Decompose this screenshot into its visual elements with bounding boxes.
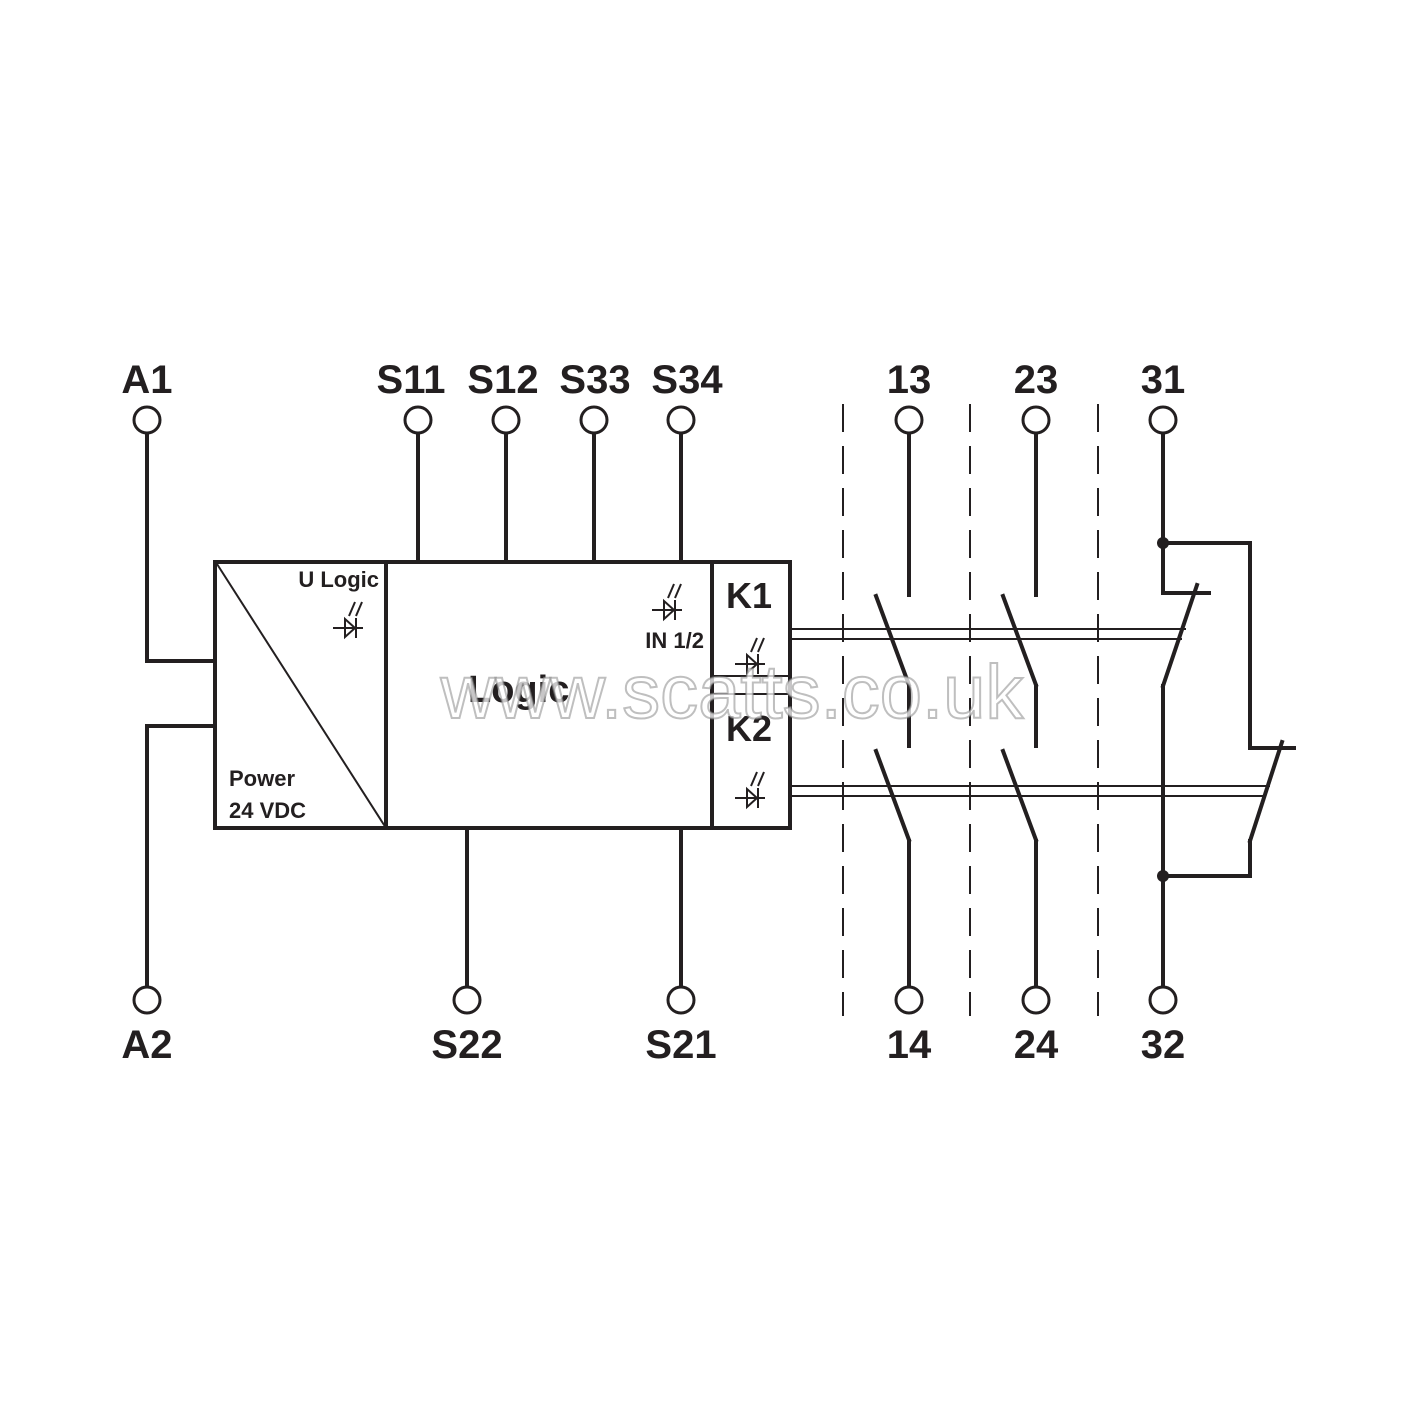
label-a1: A1 [121, 358, 172, 402]
led-icon [333, 601, 363, 640]
terminal-13 [894, 405, 924, 435]
u-logic-label: U Logic [298, 567, 379, 592]
k2-linkage [790, 785, 1270, 797]
watermark: www.scatts.co.uk [440, 650, 1025, 735]
label-14: 14 [887, 1023, 932, 1067]
label-s12: S12 [467, 358, 538, 402]
label-s11: S11 [377, 358, 446, 402]
k1-label: K1 [726, 575, 772, 616]
wire-a2 [145, 724, 217, 988]
terminal-a1 [132, 405, 162, 435]
k1-linkage [790, 628, 1186, 640]
label-24: 24 [1014, 1023, 1059, 1067]
label-a2: A2 [121, 1023, 172, 1067]
label-32: 32 [1141, 1023, 1186, 1067]
terminal-a2 [132, 985, 162, 1015]
label-s21: S21 [645, 1023, 716, 1067]
terminal-14 [894, 985, 924, 1015]
label-s33: S33 [559, 358, 630, 402]
terminal-s11 [403, 405, 433, 435]
contact-23-24 [1000, 432, 1039, 988]
terminal-32 [1148, 985, 1178, 1015]
power-diagonal [216, 563, 387, 829]
k2-label: K2 [726, 708, 772, 749]
label-31: 31 [1141, 358, 1186, 402]
logic-label: Logic [468, 669, 569, 711]
terminal-31 [1148, 405, 1178, 435]
led-icon [735, 637, 765, 676]
terminal-s22 [452, 985, 482, 1015]
contact-13-14 [873, 432, 912, 988]
label-s22: S22 [431, 1023, 502, 1067]
terminal-s33 [579, 405, 609, 435]
terminal-s21 [666, 985, 696, 1015]
terminal-s12 [491, 405, 521, 435]
label-s34: S34 [651, 358, 723, 402]
label-23: 23 [1014, 358, 1059, 402]
terminal-24 [1021, 985, 1051, 1015]
label-13: 13 [887, 358, 932, 402]
in12-label: IN 1/2 [645, 628, 704, 653]
wire-a1 [145, 432, 217, 663]
led-icon [735, 771, 765, 810]
led-icon [652, 583, 682, 622]
terminal-s34 [666, 405, 696, 435]
power-label: Power [229, 766, 295, 791]
terminal-23 [1021, 405, 1051, 435]
junction-dot [1157, 537, 1169, 549]
junction-dot [1157, 870, 1169, 882]
contact-31-32 [1157, 432, 1296, 988]
voltage-label: 24 VDC [229, 798, 306, 823]
